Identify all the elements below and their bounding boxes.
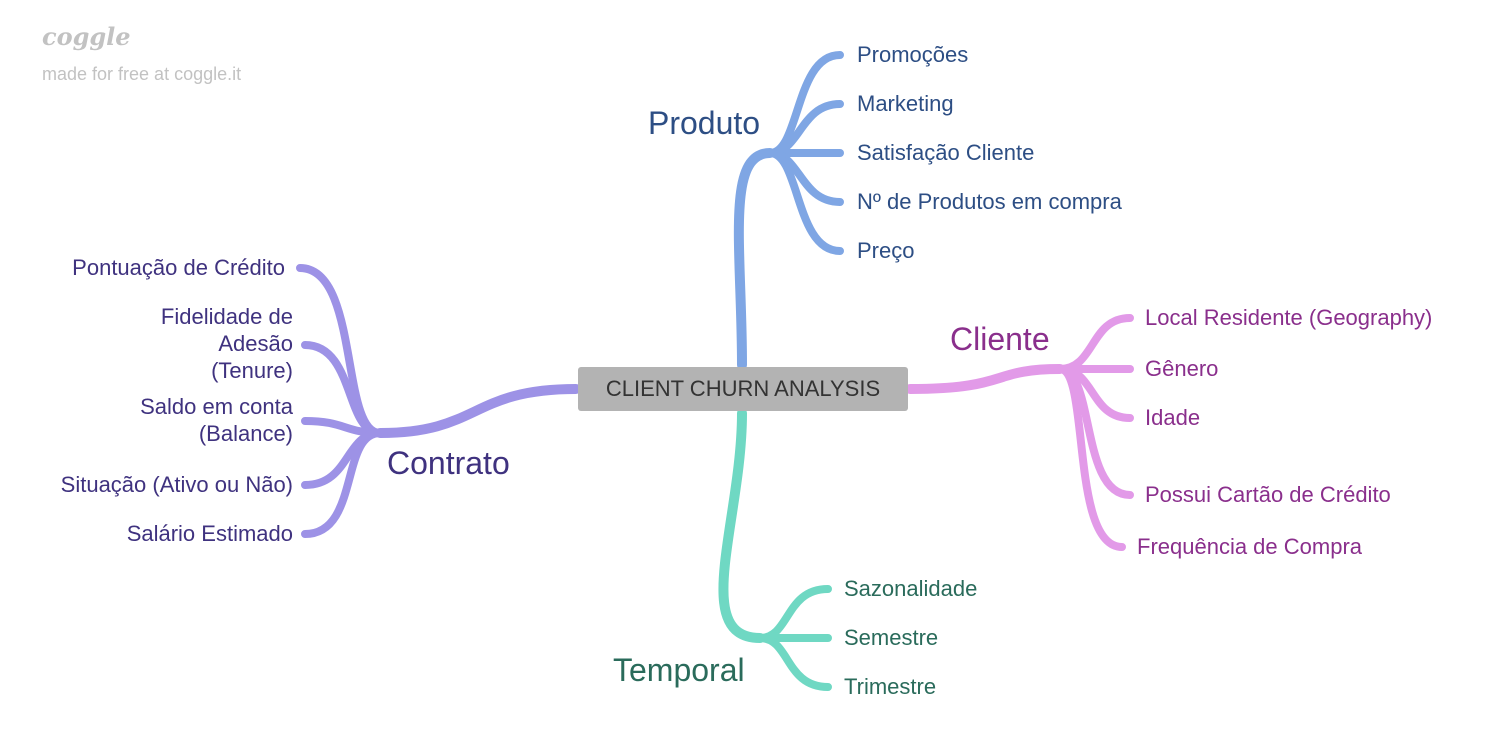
edge-temporal-trimestre xyxy=(756,634,832,691)
edge-cliente-local xyxy=(1056,314,1134,373)
root-node[interactable]: CLIENT CHURN ANALYSIS xyxy=(578,367,908,411)
node-semestre[interactable]: Semestre xyxy=(844,625,939,650)
edge-temporal-sazonalidade xyxy=(756,585,832,642)
edge-contrato-salario xyxy=(301,429,384,538)
node-idade[interactable]: Idade xyxy=(1145,405,1201,430)
node-trimestre[interactable]: Trimestre xyxy=(844,674,937,699)
node-preco[interactable]: Preço xyxy=(857,238,915,263)
node-situacao[interactable]: Situação (Ativo ou Não) xyxy=(60,472,293,497)
edge-root-cliente xyxy=(905,364,1065,394)
edge-contrato-pontuacao xyxy=(296,264,384,437)
coggle-logo[interactable]: coggle xyxy=(42,22,131,51)
edge-produto-preco xyxy=(766,149,844,255)
node-saldo-conta[interactable]: Saldo em conta (Balance) xyxy=(140,394,293,446)
node-satisfacao-cliente[interactable]: Satisfação Cliente xyxy=(857,140,1035,165)
node-pontuacao-credito[interactable]: Pontuação de Crédito xyxy=(72,255,285,280)
node-salario-estimado[interactable]: Salário Estimado xyxy=(126,521,293,546)
node-cartao-credito[interactable]: Possui Cartão de Crédito xyxy=(1145,482,1391,507)
node-local-residente[interactable]: Local Residente (Geography) xyxy=(1145,305,1433,330)
branch-temporal[interactable]: Temporal xyxy=(613,652,745,688)
node-sazonalidade[interactable]: Sazonalidade xyxy=(844,576,978,601)
node-frequencia-compra[interactable]: Frequência de Compra xyxy=(1137,534,1363,559)
edge-root-produto xyxy=(733,148,775,370)
edge-root-temporal xyxy=(718,408,765,643)
node-promocoes[interactable]: Promoções xyxy=(857,42,969,67)
node-marketing[interactable]: Marketing xyxy=(857,91,954,116)
node-fidelidade-adesao[interactable]: Fidelidade de Adesão (Tenure) xyxy=(160,304,293,383)
edge-cliente-frequencia xyxy=(1056,365,1126,551)
node-genero[interactable]: Gênero xyxy=(1145,356,1219,381)
edge-root-contrato xyxy=(375,384,581,438)
branch-cliente[interactable]: Cliente xyxy=(950,321,1050,357)
coggle-tagline[interactable]: made for free at coggle.it xyxy=(42,64,242,84)
node-n-produtos[interactable]: Nº de Produtos em compra xyxy=(857,189,1122,214)
branch-produto[interactable]: Produto xyxy=(648,105,761,141)
branch-contrato[interactable]: Contrato xyxy=(387,445,510,481)
